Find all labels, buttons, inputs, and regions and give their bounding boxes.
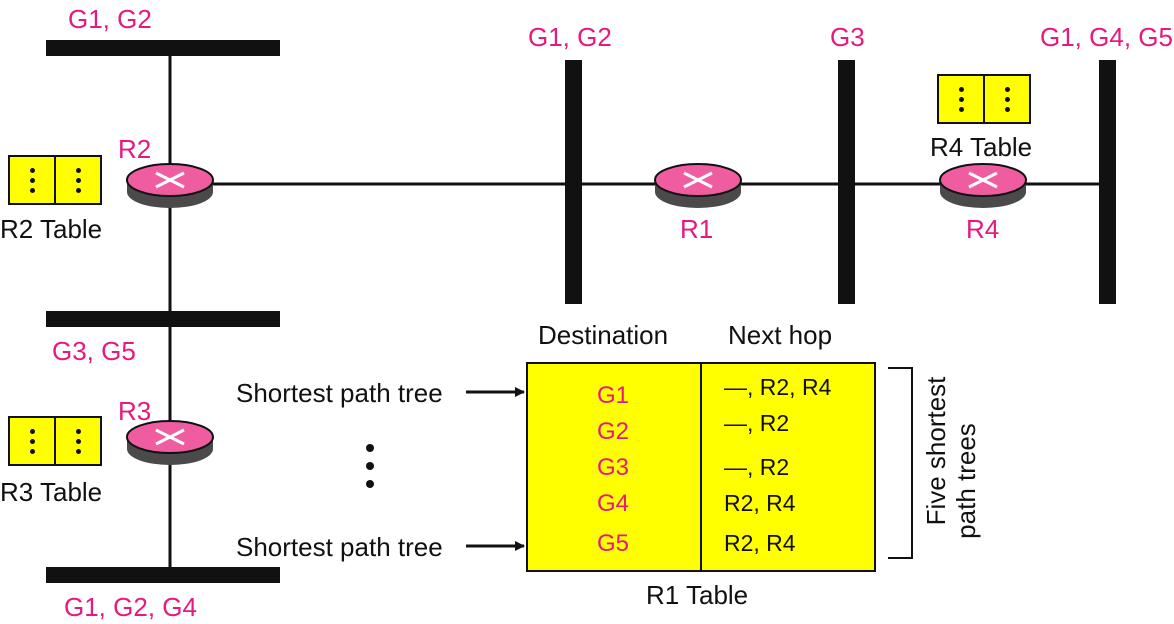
bracket <box>888 367 913 559</box>
mini-table-r2 <box>8 155 102 205</box>
table-row-dest: G5 <box>596 530 629 557</box>
network-label-top-left: G1, G2 <box>68 4 152 34</box>
router-label-r1: R1 <box>680 214 714 244</box>
bracket-caption-line1: Five shortest <box>921 376 951 526</box>
network-label-far-right: G1, G4, G5 <box>1040 22 1173 52</box>
router-r3 <box>126 420 214 465</box>
router-label-r4: R4 <box>966 214 1000 244</box>
spt-label-bottom: Shortest path tree <box>236 532 443 562</box>
spt-label-top: Shortest path tree <box>236 378 443 408</box>
table-row-dest: G2 <box>596 418 629 445</box>
router-r1 <box>654 163 742 208</box>
table-row-hop: —, R2, R4 <box>724 374 832 400</box>
router-r4 <box>939 163 1027 208</box>
network-label-bottom-left: G1, G2, G4 <box>64 592 197 622</box>
table-row-dest: G1 <box>596 382 629 409</box>
router-label-r2: R2 <box>118 134 152 164</box>
table-label-r4: R4 Table <box>930 132 1033 162</box>
table-row-hop: R2, R4 <box>724 530 796 556</box>
header-next-hop: Next hop <box>728 320 833 350</box>
network-bar-mid-left <box>46 311 280 327</box>
mini-table-r3 <box>8 416 102 466</box>
ellipsis-dots <box>366 444 374 488</box>
table-label-r2: R2 Table <box>0 214 103 244</box>
network-bar-r1-right <box>838 60 855 304</box>
table-row-hop: R2, R4 <box>724 490 796 516</box>
router-label-r3: R3 <box>118 396 152 426</box>
network-bar-r1-left <box>565 60 582 304</box>
network-bar-top-left <box>46 40 280 56</box>
network-bar-bottom-left <box>46 567 280 583</box>
table-label-r1: R1 Table <box>646 580 749 610</box>
table-row-hop: —, R2 <box>724 410 790 436</box>
bracket-caption-line2: path trees <box>951 423 981 539</box>
mini-table-r4 <box>937 74 1031 124</box>
table-label-r3: R3 Table <box>0 477 103 507</box>
network-label-r1-right: G3 <box>830 22 865 52</box>
r1-routing-table: G1 —, R2, R4 G2 —, R2 G3 —, R2 G4 R2, R4… <box>526 362 876 572</box>
network-label-mid-left: G3, G5 <box>52 336 136 366</box>
network-bar-far-right <box>1099 60 1116 304</box>
header-destination: Destination <box>538 320 669 350</box>
router-r2 <box>126 163 214 208</box>
table-row-dest: G3 <box>596 454 629 481</box>
network-label-r1-left: G1, G2 <box>528 22 612 52</box>
table-row-dest: G4 <box>596 490 629 517</box>
table-row-hop: —, R2 <box>724 454 790 480</box>
